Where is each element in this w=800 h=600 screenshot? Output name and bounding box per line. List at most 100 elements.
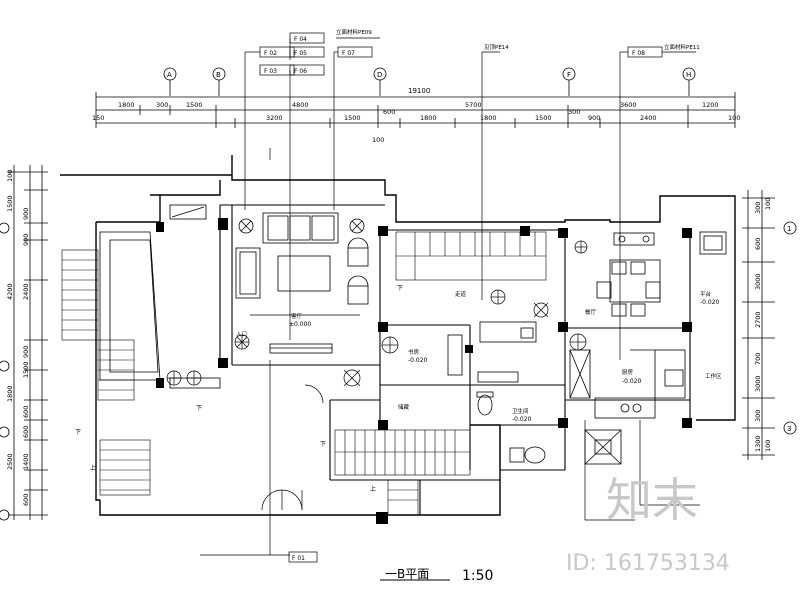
dim-left-4: 4200 (6, 283, 14, 300)
bottom-right-leaders (200, 360, 700, 556)
left-porch (99, 204, 221, 389)
dim-left-2: 900 (22, 208, 30, 220)
dim-right-6: 3000 (754, 375, 762, 392)
dim-r2-1: 3200 (266, 114, 283, 122)
label-study-level: -0.020 (408, 357, 428, 364)
top-dimension-lines (95, 92, 736, 128)
dining-furniture (596, 231, 727, 317)
dim-r2-4: 1800 (420, 114, 437, 122)
dim-r1-1: 300 (156, 101, 168, 109)
dim-r1-5: 3600 (620, 101, 637, 109)
study-furniture (447, 334, 463, 376)
label-living-level: ±0.000 (289, 321, 311, 328)
dim-left-3: 900 (22, 234, 30, 246)
living-room-furniture (235, 212, 369, 354)
dim-r2-extra-0: 100 (372, 136, 384, 144)
dim-right-3: 3000 (754, 273, 762, 290)
dim-right-8: 1300 (754, 435, 762, 452)
center-stair (395, 231, 547, 281)
dim-right-9: 100 (764, 440, 772, 452)
dim-r2-0: 150 (92, 114, 104, 122)
bath-fixtures (476, 371, 546, 464)
label-stair-up-1: 上 (90, 464, 96, 472)
left-stairs (61, 249, 151, 496)
tag-F08: F 08 (632, 50, 645, 57)
dim-total: 19100 (408, 87, 430, 95)
exterior-walls (60, 155, 736, 516)
note-pe14: 见顶PE14 (484, 44, 509, 51)
note-pe11: 立面材料PE11 (664, 43, 700, 51)
label-study: 书房 (408, 348, 420, 356)
dim-r2-5: 1800 (480, 114, 497, 122)
label-balcony-level: -0.020 (700, 299, 720, 306)
dim-left-1: 1500 (6, 195, 14, 212)
corridor-console (479, 321, 537, 343)
label-stair-down-4: 下 (320, 441, 326, 448)
dim-r1-3: 4800 (292, 101, 309, 109)
grid-H: H (686, 71, 691, 79)
tag-F02: F 02 (264, 50, 277, 57)
dim-r1-6: 1200 (702, 101, 719, 109)
label-entry: 入口 (236, 331, 247, 338)
dim-r2-10: 100 (728, 114, 740, 122)
grid-B: B (216, 71, 221, 79)
plan-title: 一B平面 (385, 567, 429, 581)
callout-tags (244, 32, 696, 563)
tag-F07: F 07 (342, 50, 355, 57)
grid-right-1: 1 (787, 225, 791, 233)
tag-F01: F 01 (292, 555, 305, 562)
dim-left-11: 2500 (6, 453, 14, 470)
left-dimension-lines (8, 165, 48, 520)
dim-right-2: 600 (754, 238, 762, 250)
grid-A: A (167, 71, 172, 79)
dim-right-7: 300 (754, 410, 762, 422)
dim-r2-3: 600 (383, 108, 395, 116)
grid-D: D (377, 71, 382, 79)
kitchen-fixtures (569, 349, 686, 419)
watermark-id: ID: 161753134 (566, 551, 730, 576)
dim-r1-2: 1500 (186, 101, 203, 109)
dim-left-7: 1500 (22, 361, 30, 378)
dim-right-5: 700 (754, 353, 762, 365)
label-kitchen-level: -0.020 (622, 378, 642, 385)
dim-right-4: 2700 (754, 311, 762, 328)
dim-r2-9: 2400 (640, 114, 657, 122)
dim-r2-6: 1500 (535, 114, 552, 122)
grid-F: F (567, 71, 571, 79)
interior-partitions (219, 204, 691, 515)
dim-r2-8: 900 (588, 114, 600, 122)
dim-left-8: 1800 (6, 385, 14, 402)
dim-r1-4: 5700 (465, 101, 482, 109)
label-storage: 储藏 (398, 403, 410, 411)
label-stair-down-1: 下 (397, 285, 403, 292)
right-dimension-texts: 300 100 600 3000 2700 700 3000 300 1300 … (754, 198, 772, 452)
right-grid-bubbles (783, 221, 797, 435)
tag-F03: F 03 (264, 68, 277, 75)
label-corridor: 走道 (455, 290, 467, 298)
left-dimension-texts: 100 1500 900 900 4200 2400 900 1500 1800… (6, 170, 30, 506)
top-grid-bubbles (163, 67, 696, 96)
shaft-box (584, 429, 622, 465)
dim-r2-7: 300 (568, 108, 580, 116)
label-balcony: 平台 (700, 290, 712, 298)
label-stair-down-2: 下 (75, 429, 81, 436)
label-stair-up-2: 上 (370, 485, 376, 493)
label-stair-down-3: 下 (196, 405, 202, 412)
dim-left-13: 600 (22, 494, 30, 506)
dim-left-6: 900 (22, 346, 30, 358)
watermark-brand: 知末 (606, 473, 698, 527)
tag-F05: F 05 (294, 50, 307, 57)
left-grid-bubbles (0, 222, 10, 521)
dim-r2-2: 1500 (344, 114, 361, 122)
dim-left-0: 100 (6, 170, 14, 182)
dim-right-0: 300 (754, 202, 762, 214)
dim-left-12: 1400 (22, 453, 30, 470)
entrance-doors (261, 384, 324, 511)
plan-scale: 1:50 (462, 568, 493, 584)
bottom-stairs (334, 429, 471, 516)
structural-columns (156, 218, 692, 524)
dim-right-1: 100 (764, 198, 772, 210)
label-bath: 卫生间 (512, 407, 529, 415)
right-dimension-lines (742, 190, 775, 460)
